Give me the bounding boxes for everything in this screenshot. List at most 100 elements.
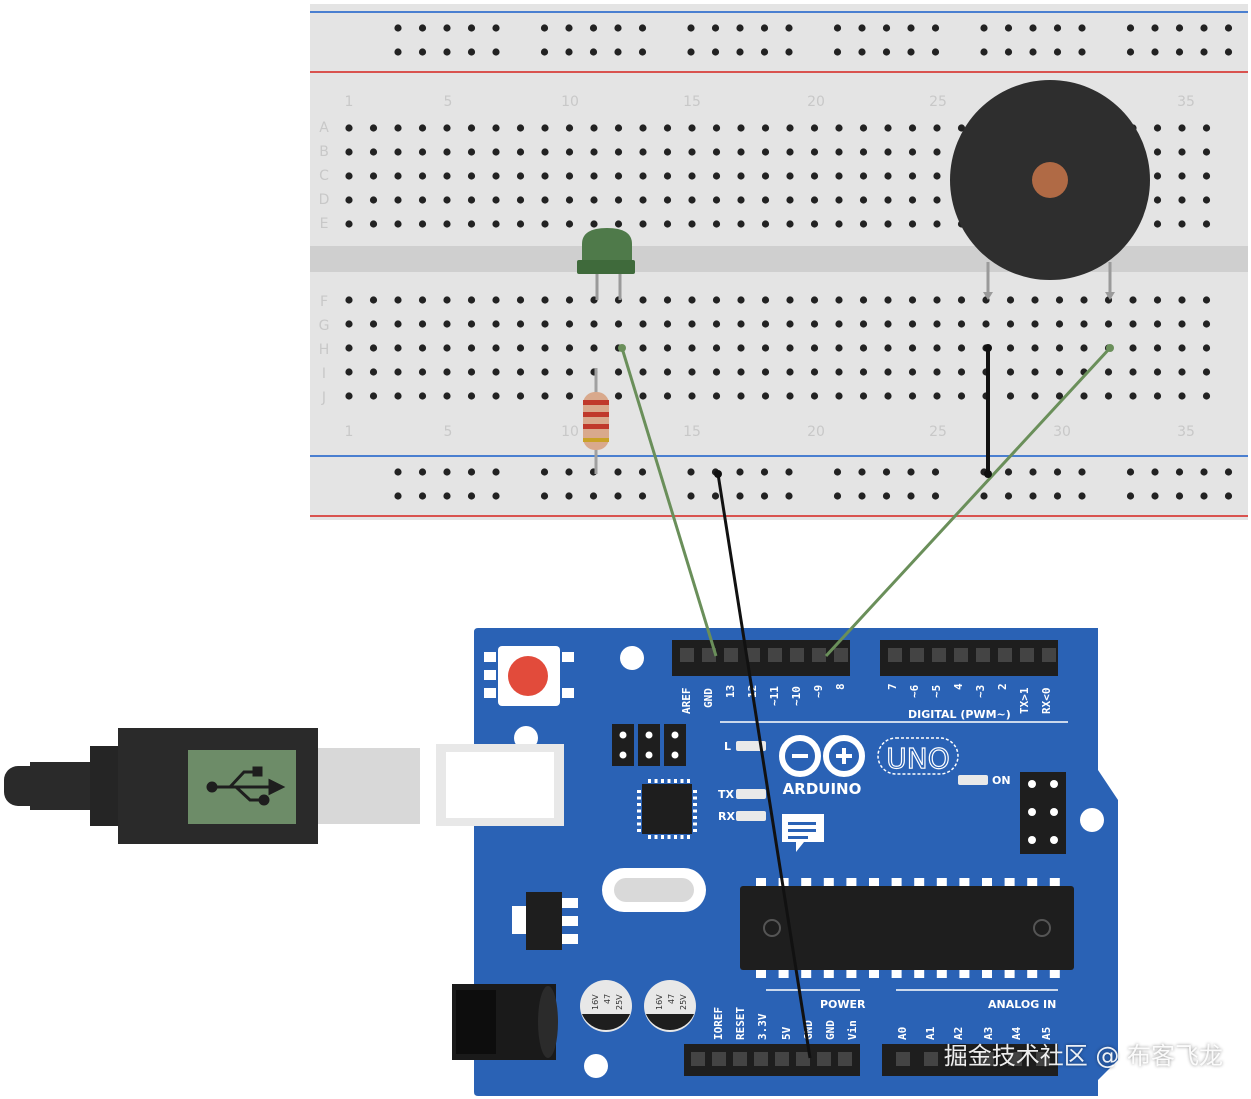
chip-pin (680, 835, 684, 839)
breadboard-hole (443, 148, 451, 156)
reset-button[interactable] (484, 646, 574, 706)
mounting-hole (1080, 808, 1104, 832)
piezo-buzzer[interactable] (950, 80, 1150, 300)
breadboard-hole (884, 368, 892, 376)
chip-body (642, 784, 692, 834)
row-letter: B (319, 144, 329, 160)
rail-hole (443, 24, 451, 32)
resistor[interactable] (583, 368, 609, 474)
header-pin-hole (812, 648, 826, 662)
breadboard-hole (663, 392, 672, 400)
breadboard-hole (810, 296, 819, 304)
rail-hole (638, 492, 647, 500)
breadboard-hole (761, 368, 770, 376)
column-number: 1 (345, 424, 354, 440)
breadboard-hole (1153, 344, 1162, 352)
chip-pin (693, 803, 697, 806)
column-number: 20 (807, 94, 825, 110)
rail-hole (1004, 468, 1013, 476)
breadboard-hole (810, 196, 819, 204)
row-letter: J (321, 390, 326, 406)
breadboard-hole (835, 296, 843, 304)
column-number: 15 (683, 94, 701, 110)
rail-hole (882, 48, 891, 56)
chip-pin (693, 822, 697, 826)
breadboard-hole (859, 148, 868, 156)
rail-hole (638, 48, 647, 56)
mcu-pin (982, 970, 992, 978)
mcu-pin (891, 970, 902, 978)
breadboard-hole (810, 368, 819, 376)
chip-pin (637, 822, 641, 826)
breadboard-hole (786, 296, 794, 304)
rail-hole (565, 24, 573, 32)
breadboard-hole (712, 392, 721, 400)
breadboard-hole (516, 124, 525, 132)
breadboard-hole (639, 344, 647, 352)
breadboard-hole (737, 320, 745, 328)
breadboard-hole (614, 196, 623, 204)
breadboard-hole (663, 296, 672, 304)
chip-pin (654, 779, 658, 783)
pin-label-gnd: GND (702, 688, 715, 708)
wire-ground-rail-to-gnd[interactable] (716, 473, 812, 1059)
breadboard-hole (859, 368, 868, 376)
breadboard-hole (712, 296, 721, 304)
breadboard-hole (810, 172, 819, 180)
breadboard-hole (663, 344, 672, 352)
pin-label-a0: A0 (896, 1027, 909, 1040)
breadboard-hole (761, 392, 770, 400)
sensor-dome (582, 228, 632, 260)
breadboard-hole (1178, 172, 1186, 180)
breadboard-hole (467, 320, 476, 328)
usb-cable[interactable] (4, 728, 564, 844)
breadboard-hole (835, 320, 843, 328)
breadboard-hole (663, 220, 672, 228)
breadboard-hole (492, 344, 500, 352)
pin-label-4: 4 (952, 683, 965, 690)
rail-hole (687, 48, 695, 56)
analog-header (882, 1044, 1058, 1076)
breadboard-hole (884, 296, 892, 304)
breadboard-hole (1153, 296, 1162, 304)
breadboard-hole (443, 172, 451, 180)
breadboard-hole (1178, 320, 1186, 328)
breadboard-hole (418, 172, 427, 180)
breadboard-hole (663, 368, 672, 376)
rail-hole (1029, 48, 1037, 56)
chip-pin (667, 779, 671, 783)
breadboard-hole (467, 124, 476, 132)
rail-hole (760, 492, 769, 500)
rail-hole (1200, 492, 1208, 500)
breadboard-hole (786, 196, 794, 204)
breadboard-hole (957, 344, 966, 352)
rail-hole (931, 468, 940, 476)
usb-interface-chip (637, 779, 697, 839)
icsp-pin (671, 731, 679, 739)
light-sensor[interactable] (577, 228, 635, 300)
wire-buzzer-to-d9[interactable] (824, 346, 1112, 658)
breadboard-hole (639, 392, 647, 400)
header-pin-hole (1008, 1052, 1022, 1066)
wire-sensor-to-a-pin[interactable] (620, 347, 718, 657)
breadboard-hole (1055, 344, 1064, 352)
mcu-pin (1049, 878, 1060, 886)
pin-label-5: ~5 (930, 685, 943, 698)
breadboard-hole (614, 368, 623, 376)
pin-label-tx: TX>1 (1018, 687, 1031, 714)
rail-hole (1151, 48, 1159, 56)
capacitor-text: 47 (667, 994, 676, 1004)
breadboard-hole (565, 392, 574, 400)
breadboard-hole (1178, 344, 1186, 352)
power-jack[interactable] (452, 984, 558, 1060)
breadboard-hole (565, 172, 574, 180)
rail-hole (540, 48, 549, 56)
breadboard-hole (1178, 392, 1186, 400)
rail-hole (907, 24, 915, 32)
breadboard-hole (737, 220, 745, 228)
mcu-pin (914, 970, 925, 978)
breadboard-hole (492, 220, 500, 228)
rail-hole (1224, 48, 1233, 56)
breadboard-hole (1178, 124, 1186, 132)
pin-label-3: ~3 (974, 685, 987, 698)
